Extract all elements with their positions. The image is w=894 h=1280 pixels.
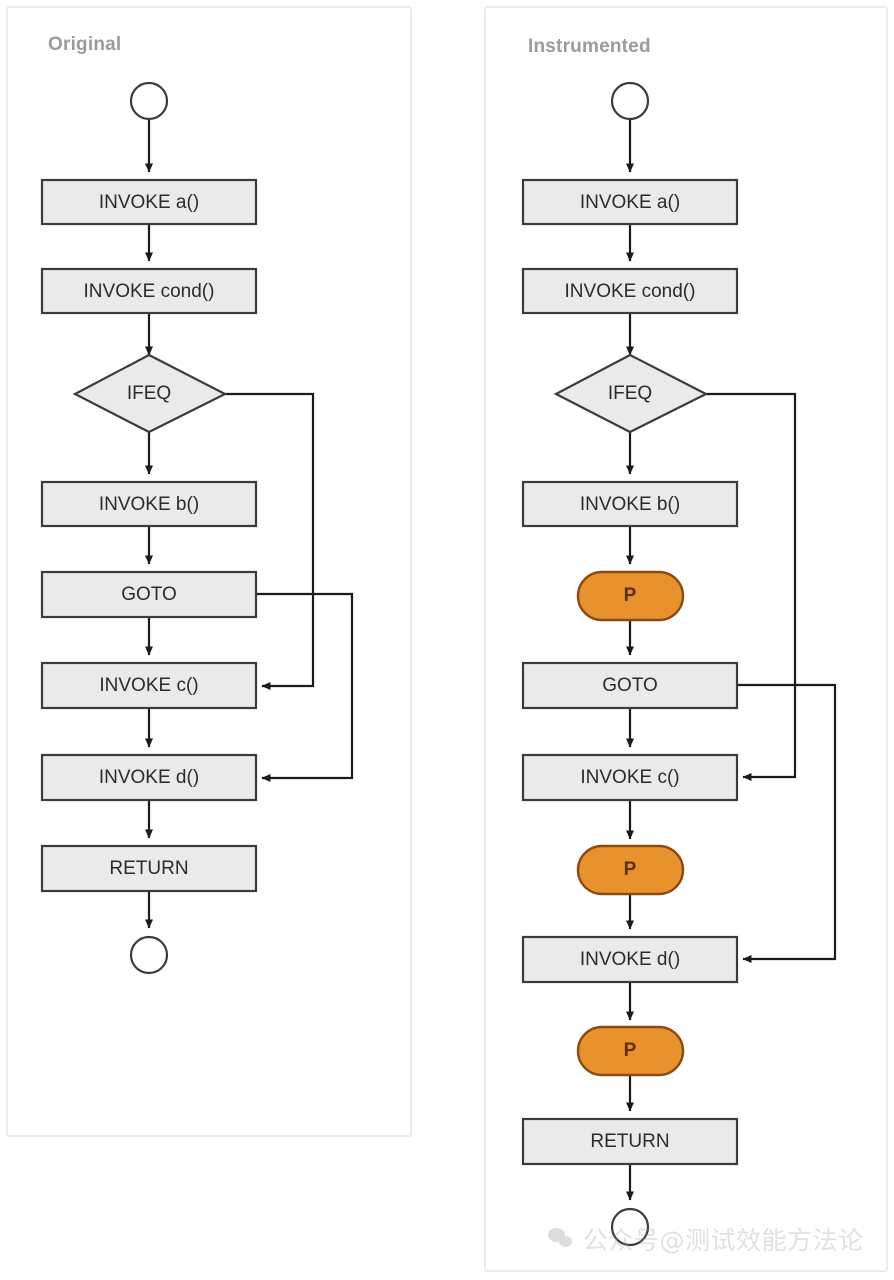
- node-invoke-a[interactable]: INVOKE a(): [40, 178, 258, 226]
- node-goto[interactable]: GOTO: [40, 570, 258, 619]
- i-node-end-circle: [610, 1207, 650, 1247]
- i-edge-goto-d-branch: [737, 683, 837, 963]
- i-node-goto-label: GOTO: [602, 675, 658, 696]
- i-node-invoke-cond[interactable]: INVOKE cond(): [521, 267, 739, 315]
- i-node-probe-1-label: P: [624, 585, 637, 606]
- i-node-probe-2-label: P: [624, 859, 637, 880]
- node-invoke-a-label: INVOKE a(): [99, 192, 199, 213]
- i-node-invoke-b-label: INVOKE b(): [580, 494, 680, 515]
- i-node-invoke-d-label: INVOKE d(): [580, 949, 680, 970]
- node-start-circle: [129, 81, 169, 121]
- node-goto-label: GOTO: [121, 584, 177, 605]
- node-ifeq-diamond[interactable]: IFEQ: [72, 353, 228, 434]
- i-node-invoke-d[interactable]: INVOKE d(): [521, 935, 739, 984]
- node-invoke-cond-label: INVOKE cond(): [84, 281, 215, 302]
- node-return-label: RETURN: [109, 858, 188, 879]
- node-ifeq-label: IFEQ: [127, 383, 171, 404]
- i-node-start-circle: [610, 81, 650, 121]
- edge-ifeq-c-branch: [225, 392, 315, 690]
- i-node-ifeq-diamond[interactable]: IFEQ: [553, 353, 709, 434]
- node-invoke-b-label: INVOKE b(): [99, 494, 199, 515]
- i-node-invoke-c[interactable]: INVOKE c(): [521, 753, 739, 802]
- i-node-probe-3-label: P: [624, 1040, 637, 1061]
- node-end-circle: [129, 935, 169, 975]
- i-node-goto[interactable]: GOTO: [521, 661, 739, 710]
- node-invoke-d-label: INVOKE d(): [99, 767, 199, 788]
- node-invoke-d[interactable]: INVOKE d(): [40, 753, 258, 802]
- node-invoke-c-label: INVOKE c(): [99, 675, 198, 696]
- i-node-return[interactable]: RETURN: [521, 1117, 739, 1166]
- i-node-invoke-c-label: INVOKE c(): [580, 767, 679, 788]
- edge-goto-d-branch: [256, 592, 354, 782]
- i-node-invoke-a[interactable]: INVOKE a(): [521, 178, 739, 226]
- i-node-invoke-a-label: INVOKE a(): [580, 192, 680, 213]
- i-node-ifeq-label: IFEQ: [608, 383, 652, 404]
- i-node-invoke-b[interactable]: INVOKE b(): [521, 480, 739, 528]
- node-invoke-b[interactable]: INVOKE b(): [40, 480, 258, 528]
- i-node-return-label: RETURN: [590, 1131, 669, 1152]
- i-node-invoke-cond-label: INVOKE cond(): [565, 281, 696, 302]
- node-invoke-cond[interactable]: INVOKE cond(): [40, 267, 258, 315]
- panel-title-instrumented: Instrumented: [528, 36, 651, 57]
- panel-title-original: Original: [48, 34, 122, 55]
- i-node-probe-1[interactable]: P: [576, 570, 685, 622]
- node-return[interactable]: RETURN: [40, 844, 258, 893]
- i-node-probe-3[interactable]: P: [576, 1025, 685, 1077]
- i-node-probe-2[interactable]: P: [576, 844, 685, 896]
- i-edge-ifeq-c-branch: [706, 392, 797, 781]
- node-invoke-c[interactable]: INVOKE c(): [40, 661, 258, 710]
